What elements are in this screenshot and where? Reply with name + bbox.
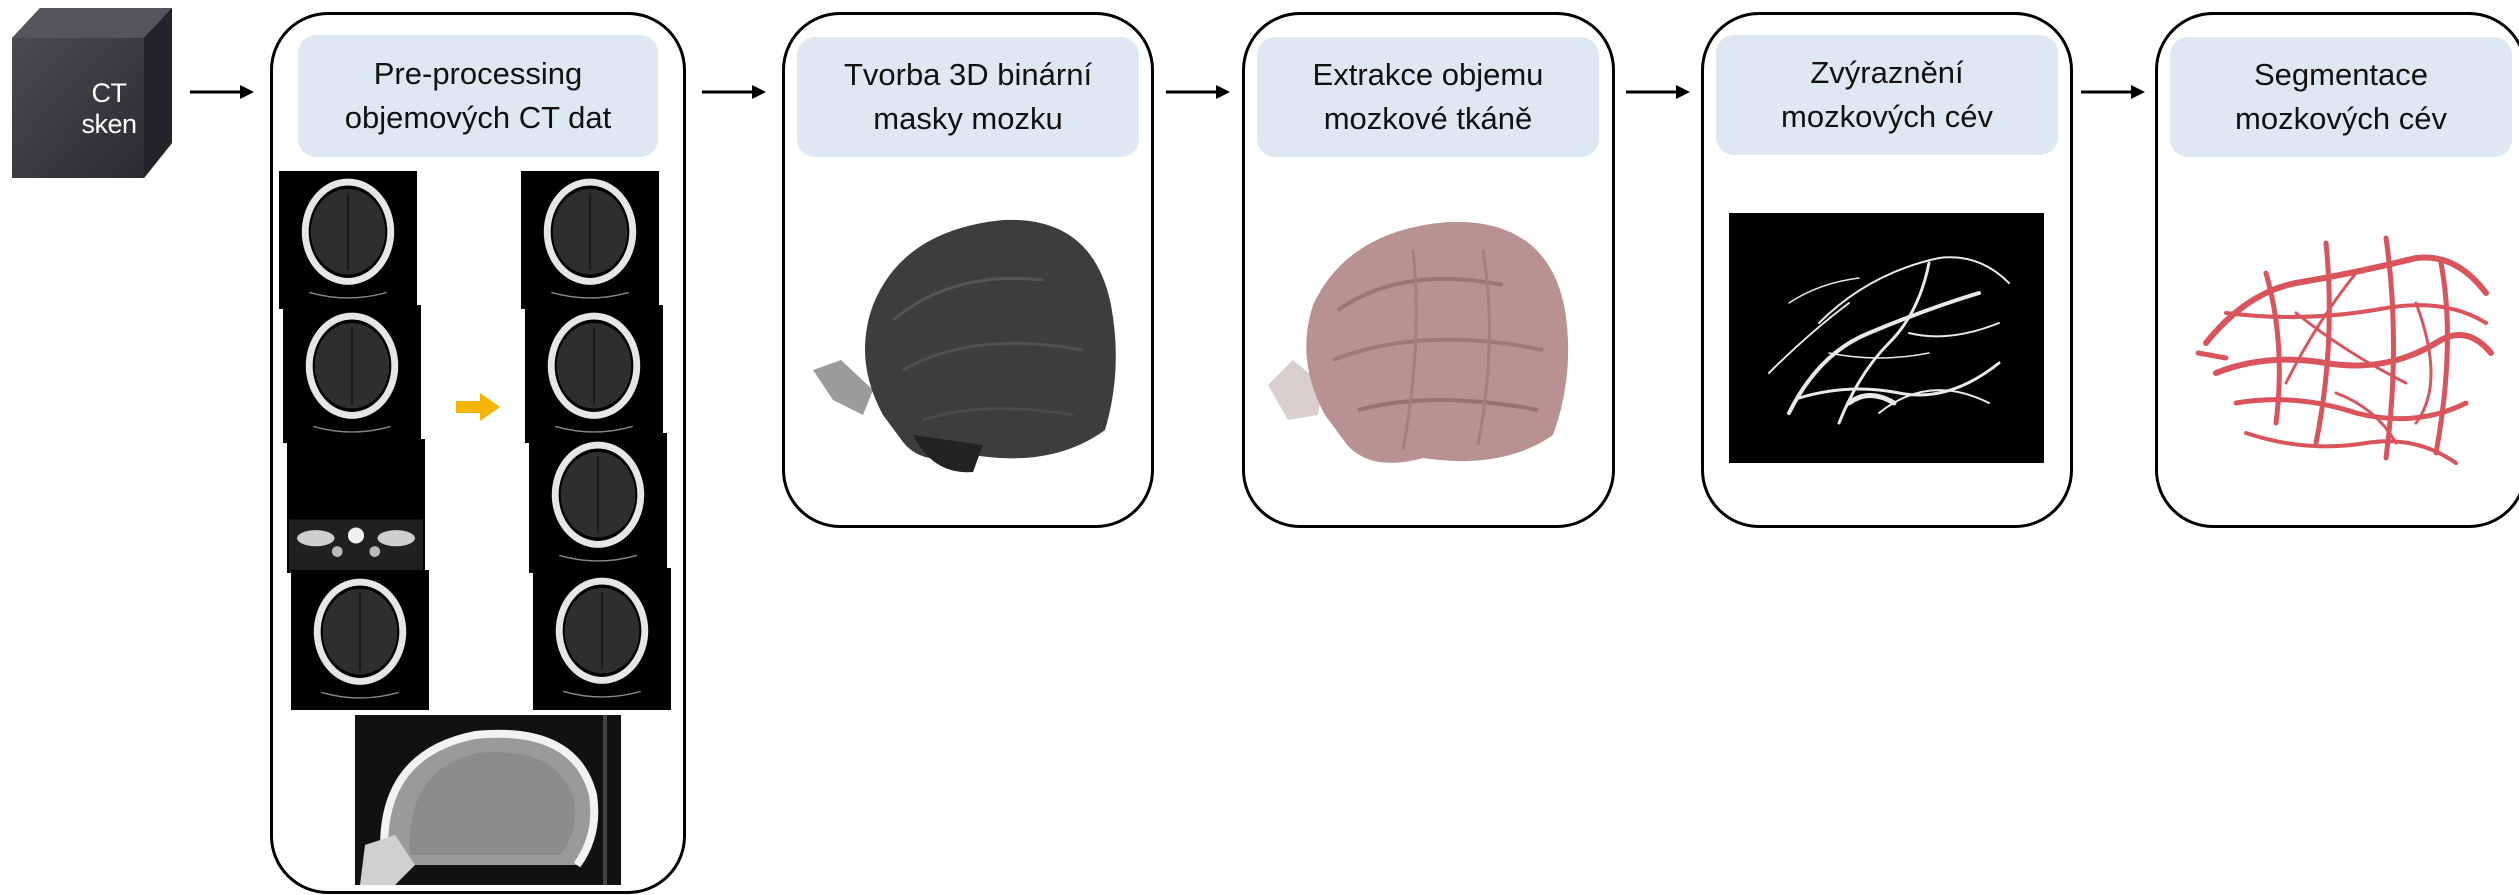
brain-tissue-render [1263, 210, 1578, 475]
vessel-segmentation-render [2186, 213, 2504, 478]
stage-mask-panel: Tvorba 3D binární masky mozku [782, 12, 1154, 528]
ct-slice-axial [521, 171, 659, 309]
stage-segmentation-panel: Segmentace mozkových cév [2155, 12, 2519, 528]
ct-slice-axial [279, 171, 417, 309]
flow-arrow-icon [702, 82, 768, 102]
vessel-enhancement-render [1729, 213, 2044, 463]
ct-slice-axial [525, 305, 663, 443]
stage-mask-title: Tvorba 3D binární masky mozku [797, 37, 1139, 157]
ct-slice-axial [533, 568, 671, 710]
flow-arrow-icon [2081, 82, 2147, 102]
ct-slice-sagittal [355, 715, 621, 885]
ct-slice-axial [291, 570, 429, 710]
stage-enhancement-title: Zvýraznění mozkových cév [1716, 35, 2058, 155]
stage-extraction-panel: Extrakce objemu mozkové tkáně [1242, 12, 1615, 528]
flow-arrow-icon [1166, 82, 1232, 102]
stage-preprocessing-panel: Pre-processing objemových CT dat [270, 12, 686, 894]
flow-arrow-icon [1626, 82, 1692, 102]
ct-slice-axial [529, 433, 667, 573]
stage-preprocessing-title: Pre-processing objemových CT dat [298, 35, 658, 157]
stage-segmentation-title: Segmentace mozkových cév [2170, 37, 2512, 157]
stage-extraction-title: Extrakce objemu mozkové tkáně [1257, 37, 1599, 157]
flow-arrow-icon [190, 82, 256, 102]
brain-mask-render [813, 210, 1125, 475]
ct-scan-cube: CT sken [12, 8, 172, 178]
ct-scan-label: CT sken [64, 78, 154, 140]
transform-arrow-icon [456, 393, 500, 421]
ct-slice-body [287, 439, 425, 573]
stage-enhancement-panel: Zvýraznění mozkových cév [1701, 12, 2073, 528]
ct-slice-axial [283, 305, 421, 443]
